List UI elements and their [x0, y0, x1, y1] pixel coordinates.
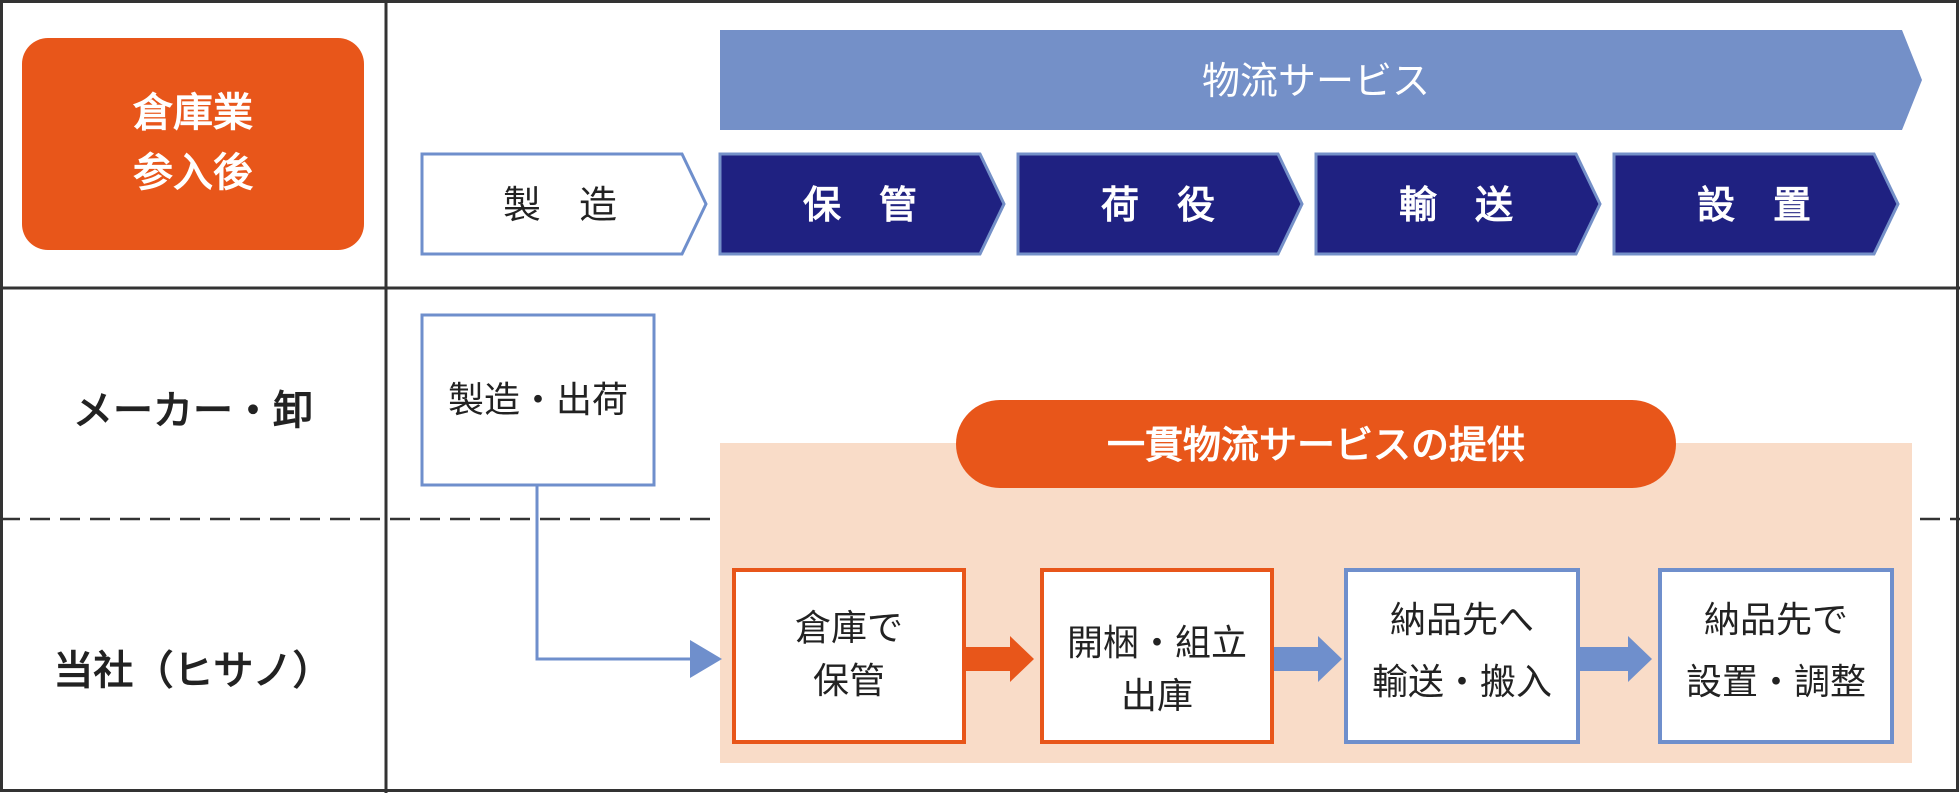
arrow-storage-to-assembly [966, 636, 1034, 682]
step-installation-line-1: 納品先で [1704, 600, 1848, 641]
maker-to-storage-connector [535, 485, 700, 661]
badge-line-2: 参入後 [133, 150, 254, 196]
step-assembly-line-1: 開梱・組立 [1067, 623, 1247, 664]
maker-to-storage-arrowhead [690, 640, 722, 678]
step-assembly-line-2: 出庫 [1121, 676, 1193, 717]
step-delivery-line-1: 納品先へ [1390, 600, 1534, 641]
chevron-manufacturing-label: 製 造 [503, 183, 617, 227]
chevron-transport-label: 輸 送 [1399, 183, 1513, 227]
period-badge [22, 38, 364, 250]
chevron-cargo-handling [1016, 152, 1304, 256]
chevron-installation-label: 設 置 [1697, 183, 1811, 227]
arrow-delivery-to-installation [1580, 636, 1652, 682]
step-installation-line-2: 設置・調整 [1686, 662, 1866, 703]
chevron-transport [1314, 152, 1602, 256]
logistics-service-arrow [720, 30, 1922, 130]
badge-line-1: 倉庫業 [132, 90, 253, 136]
chevron-installation [1612, 152, 1900, 256]
step-delivery-line-2: 輸送・搬入 [1372, 662, 1552, 703]
chevron-cargo-handling-label: 荷 役 [1101, 183, 1215, 227]
chevron-storage [718, 152, 1006, 256]
step-storage-line-1: 倉庫で [795, 608, 903, 649]
chevron-manufacturing [420, 152, 708, 256]
arrow-assembly-to-delivery [1274, 636, 1342, 682]
step-box-assembly [1040, 568, 1274, 744]
step-box-storage [732, 568, 966, 744]
row-label-maker: メーカー・卸 [73, 388, 313, 434]
service-banner-label: 一貫物流サービスの提供 [1107, 423, 1525, 467]
step-box-delivery [1344, 568, 1580, 744]
logistics-service-label: 物流サービス [1202, 59, 1430, 103]
step-box-installation [1658, 568, 1894, 744]
maker-box-label: 製造・出荷 [448, 380, 628, 421]
row-label-company: 当社（ヒサノ） [53, 648, 332, 694]
step-storage-line-2: 保管 [813, 661, 885, 702]
chevron-storage-label: 保 管 [803, 183, 917, 227]
maker-box [420, 313, 656, 487]
service-banner [956, 400, 1676, 488]
